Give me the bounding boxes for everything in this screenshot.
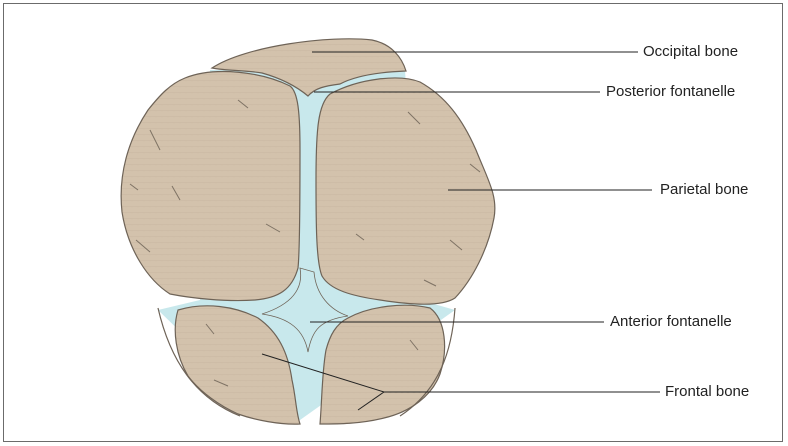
label-parietal-bone: Parietal bone — [660, 181, 748, 199]
label-frontal-bone: Frontal bone — [665, 383, 749, 401]
right-parietal-bone — [316, 78, 495, 304]
label-posterior-fontanelle: Posterior fontanelle — [606, 83, 735, 101]
label-anterior-fontanelle: Anterior fontanelle — [610, 313, 732, 331]
left-parietal-bone — [121, 72, 300, 301]
label-occipital-bone: Occipital bone — [643, 43, 738, 61]
